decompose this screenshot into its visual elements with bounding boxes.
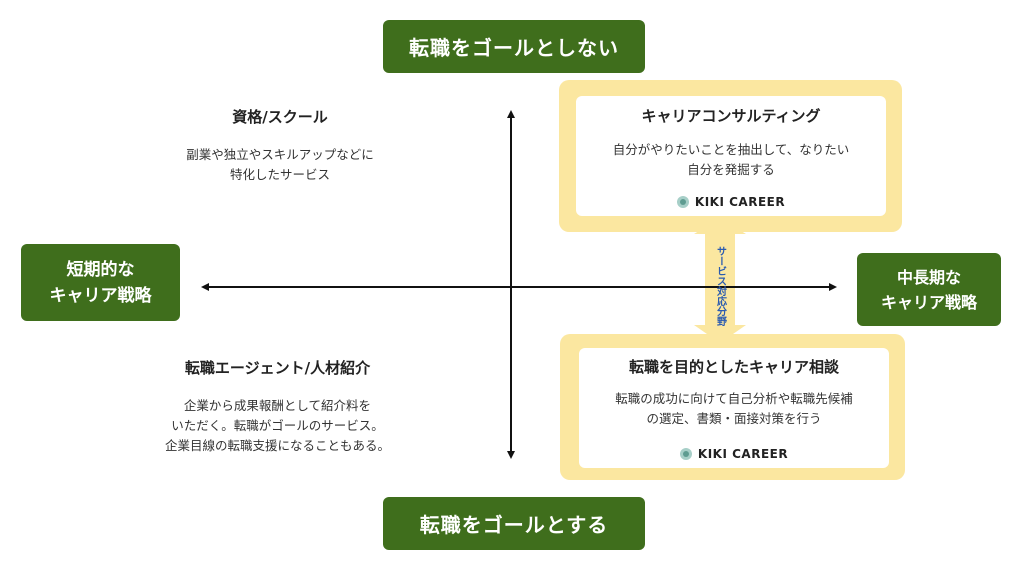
card-desc-line: の選定、書類・面接対策を行う	[646, 411, 822, 426]
service-connector-arrow	[694, 218, 746, 343]
right-axis-label: 中長期な キャリア戦略	[857, 253, 1001, 326]
quadrant-bottom-left: 転職エージェント/人材紹介 企業から成果報酬として紹介料を いただく。転職がゴー…	[115, 357, 440, 456]
quadrant-title: 転職エージェント/人材紹介	[184, 359, 371, 377]
top-axis-label: 転職をゴールとしない	[383, 20, 645, 73]
brand-icon	[679, 448, 692, 460]
left-axis-label-line2: キャリア戦略	[49, 285, 152, 306]
brand-icon	[676, 196, 689, 208]
quadrant-desc-line: 企業から成果報酬として紹介料を	[183, 398, 372, 413]
brand-logo: KIKI CAREER	[579, 447, 889, 461]
top-axis-label-text: 転職をゴールとしない	[409, 36, 619, 60]
card-title: 転職を目的としたキャリア相談	[628, 358, 839, 376]
quadrant-desc-line: 副業や独立やスキルアップなどに	[186, 147, 374, 162]
quadrant-top-left: 資格/スクール 副業や独立やスキルアップなどに 特化したサービス	[140, 106, 420, 185]
quadrant-desc-line: 企業目線の転職支援になることもある。	[164, 438, 390, 453]
left-axis-label: 短期的な キャリア戦略	[21, 244, 180, 321]
card-desc-line: 転職の成功に向けて自己分析や転職先候補	[615, 391, 853, 406]
right-axis-label-line1: 中長期な	[896, 267, 961, 287]
left-axis-label-line1: 短期的な	[66, 259, 135, 280]
quadrant-desc-line: 特化したサービス	[229, 167, 330, 182]
quadrant-desc-line: いただく。転職がゴールのサービス。	[171, 418, 384, 433]
service-card-top: キャリアコンサルティング 自分がやりたいことを抽出して、なりたい 自分を発掘する…	[576, 96, 886, 216]
quadrant-title: 資格/スクール	[232, 108, 328, 126]
card-desc-line: 自分がやりたいことを抽出して、なりたい	[612, 142, 850, 157]
bottom-axis-label: 転職をゴールとする	[383, 497, 645, 550]
right-axis-label-line2: キャリア戦略	[880, 292, 977, 312]
brand-logo: KIKI CAREER	[576, 195, 886, 209]
brand-text: KIKI CAREER	[697, 447, 789, 461]
service-card-bottom: 転職を目的としたキャリア相談 転職の成功に向けて自己分析や転職先候補 の選定、書…	[579, 348, 889, 468]
card-title: キャリアコンサルティング	[641, 107, 821, 125]
service-area-label: サービス対応分野	[714, 246, 726, 326]
bottom-axis-label-text: 転職をゴールとする	[419, 513, 609, 537]
card-desc-line: 自分を発掘する	[687, 162, 775, 177]
brand-text: KIKI CAREER	[694, 195, 786, 209]
